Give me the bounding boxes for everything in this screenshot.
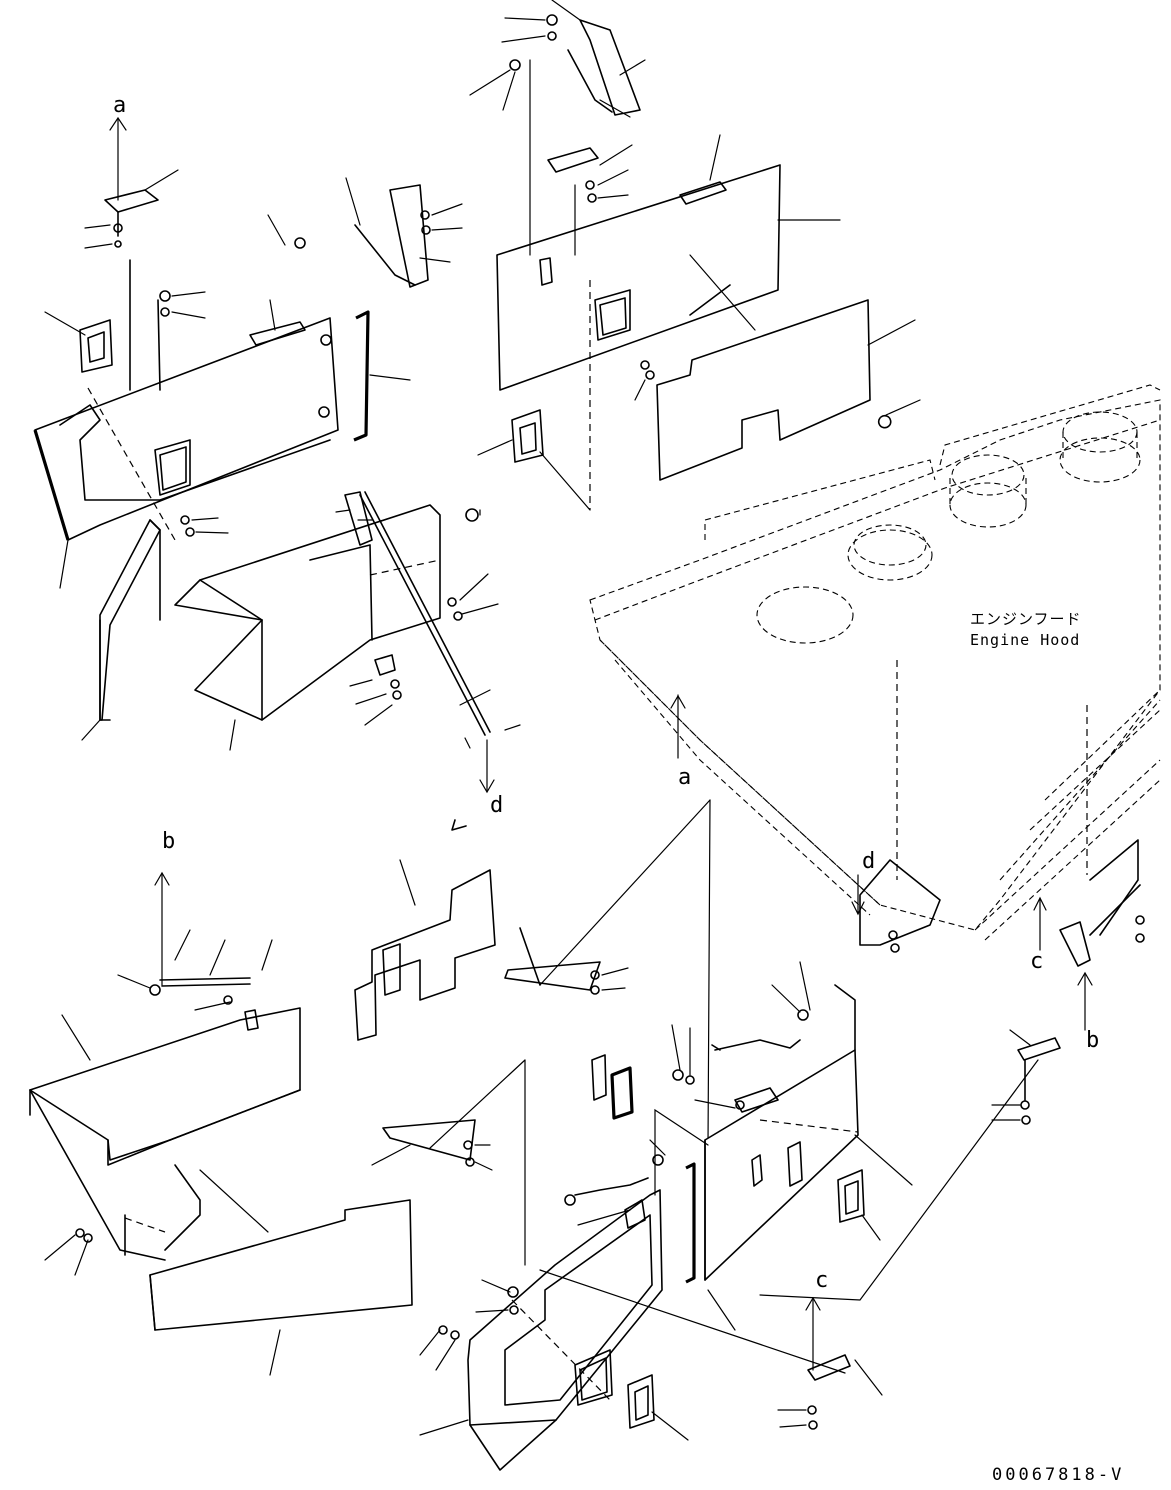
upper-left-door-assembly — [33, 116, 463, 589]
ref-mark-c-hood: c — [1030, 949, 1043, 974]
upper-left-duct — [81, 491, 521, 794]
drawing-code: 00067818-V — [992, 1465, 1124, 1485]
ref-mark-d-upper: d — [490, 793, 503, 818]
upper-right-door-assembly — [469, 0, 921, 511]
lower-right-door-assembly — [419, 694, 1145, 1471]
engine-hood-label-en: Engine Hood — [970, 631, 1080, 649]
ref-mark-b-right: b — [1086, 1028, 1099, 1053]
ref-mark-b-left: b — [162, 829, 175, 854]
lower-left-duct-assembly — [29, 871, 413, 1376]
ref-mark-d-hood: d — [862, 849, 875, 874]
lower-center-panel — [354, 799, 711, 1266]
ref-mark-c-lower: c — [815, 1268, 828, 1293]
engine-hood — [589, 384, 1161, 967]
ref-mark-a-hood: a — [678, 765, 691, 790]
engine-hood-label-jp: エンジンフード — [970, 610, 1082, 628]
ref-mark-a-top: a — [113, 93, 126, 118]
